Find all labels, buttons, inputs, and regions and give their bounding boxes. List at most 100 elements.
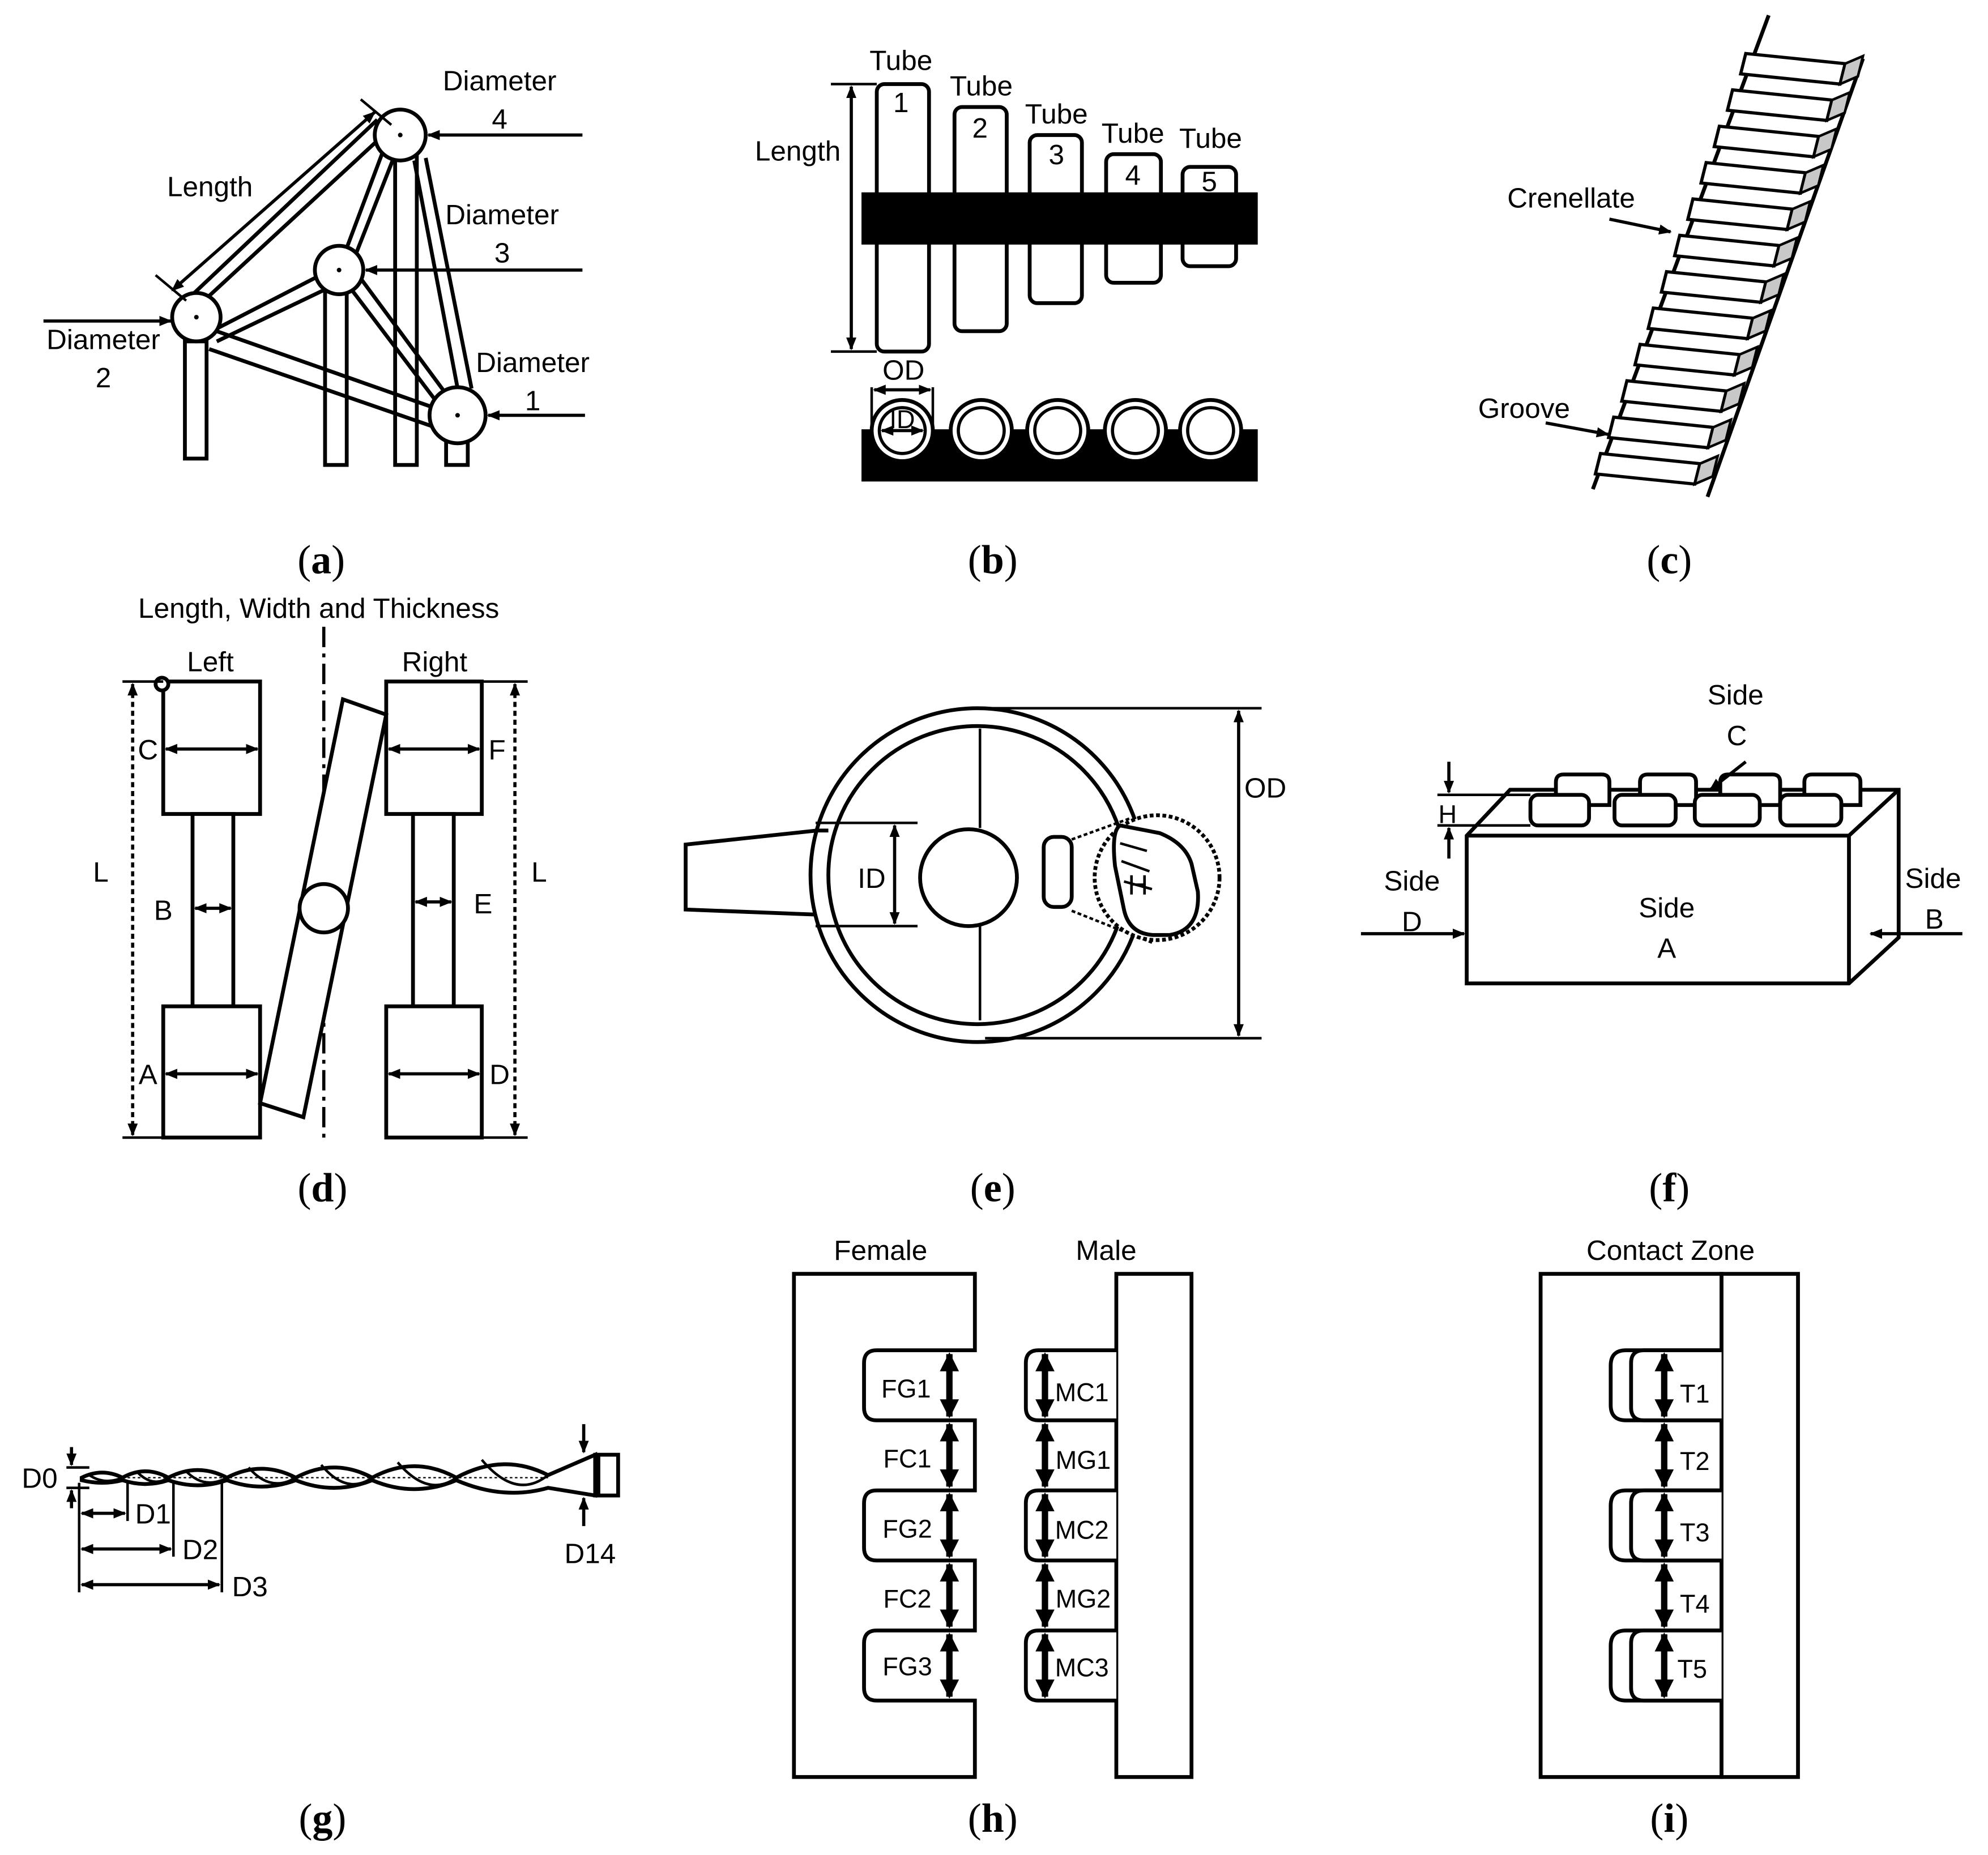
- crenellation-side: [1746, 308, 1773, 341]
- crenellation-side: [1785, 199, 1812, 232]
- block-outline: [1465, 788, 1901, 986]
- center-hole: [918, 827, 1019, 928]
- engaged-teeth: [1609, 1348, 1722, 1703]
- left-l-label: L: [93, 857, 109, 888]
- t5-label: T5: [1678, 1655, 1708, 1683]
- panel-d-title: Length, Width and Thickness: [138, 593, 499, 624]
- diameter-1-number: 1: [525, 385, 541, 416]
- panel-a: Length Diameter 4 Diameter 3 Diameter 2 …: [43, 66, 590, 582]
- mg2-label: MG2: [1056, 1584, 1111, 1613]
- mc1-label: MC1: [1055, 1378, 1109, 1407]
- leg-shape: [183, 339, 209, 461]
- tab-handle: [684, 828, 817, 917]
- d1-label: D1: [135, 1499, 171, 1530]
- crenellation-side: [1811, 126, 1838, 159]
- b-label: B: [154, 895, 173, 926]
- crenellation-tooth: [1633, 343, 1742, 377]
- a-label: A: [139, 1059, 157, 1090]
- svg-text:(b): (b): [968, 537, 1018, 582]
- t3-label: T3: [1680, 1518, 1710, 1547]
- crenellate-arrow: [1609, 217, 1672, 235]
- diameter-2-label: Diameter: [46, 324, 160, 355]
- male-backbone: [1114, 1272, 1194, 1779]
- tube-4-label: Tube: [1102, 118, 1164, 149]
- tube-3-number: 3: [1048, 139, 1064, 170]
- crenellation-side: [1798, 163, 1825, 195]
- tube-5-label: Tube: [1179, 123, 1242, 154]
- side-b-label: Side: [1905, 863, 1961, 894]
- crenellation-tooth: [1673, 233, 1781, 268]
- svg-text:(h): (h): [968, 1796, 1018, 1841]
- od-label: OD: [1244, 772, 1286, 803]
- crenellation-side: [1719, 381, 1746, 414]
- panel-c-caption: c: [1660, 537, 1678, 582]
- left-gauge: [190, 812, 236, 1008]
- tube-1-number: 1: [893, 87, 909, 118]
- f-label: F: [489, 734, 506, 766]
- crenellation-side: [1706, 417, 1733, 450]
- panel-i-caption: i: [1663, 1796, 1675, 1841]
- right-l-label: L: [531, 857, 547, 888]
- strut-shape: [342, 152, 395, 262]
- crenellation-tooth: [1725, 88, 1834, 122]
- svg-text:(a): (a): [297, 537, 345, 582]
- clamp-bar: [861, 192, 1258, 245]
- groove-label: Groove: [1478, 393, 1570, 424]
- marker-icon: [153, 676, 170, 693]
- svg-text:(i): (i): [1650, 1796, 1688, 1841]
- tube-2-label: Tube: [950, 71, 1013, 102]
- crenellation-tooth: [1659, 270, 1768, 304]
- c-label: C: [138, 734, 158, 766]
- female-label: Female: [834, 1235, 927, 1266]
- crenellation-tooth: [1712, 124, 1821, 159]
- d2-label: D2: [182, 1535, 218, 1566]
- panel-e-caption: e: [984, 1165, 1002, 1210]
- diameter-3-number: 3: [494, 237, 510, 268]
- side-a-label: Side: [1639, 892, 1695, 924]
- slot-shape: [1042, 835, 1074, 909]
- diameter-1-label: Diameter: [476, 347, 590, 378]
- tube-5-number: 5: [1201, 166, 1217, 197]
- crenellation-side: [1732, 344, 1760, 378]
- side-d-letter: D: [1402, 906, 1422, 937]
- panel-g: D0 D1 D2 D3 D14 (g): [22, 1424, 620, 1841]
- d3-label: D3: [232, 1571, 268, 1602]
- tube-4-number: 4: [1125, 160, 1141, 191]
- h-label: H: [1128, 869, 1148, 900]
- strut-shape: [347, 279, 450, 404]
- panel-b: Length Tube 1 Tube 2 Tube 3 Tube 4 Tube …: [755, 45, 1258, 582]
- right-label: Right: [402, 647, 468, 678]
- panel-a-caption: a: [311, 537, 331, 582]
- fg1-label: FG1: [881, 1374, 931, 1403]
- crenellations: [1593, 52, 1865, 486]
- tube-3-label: Tube: [1025, 99, 1088, 130]
- svg-text:(e): (e): [970, 1165, 1016, 1210]
- tube-2-number: 2: [972, 113, 988, 144]
- crenellation-side: [1759, 272, 1786, 305]
- left-label: Left: [187, 647, 234, 678]
- t2-label: T2: [1680, 1447, 1710, 1476]
- groove-arrow: [1545, 421, 1610, 438]
- pivot-circle: [297, 882, 350, 935]
- t4-label: T4: [1680, 1589, 1710, 1618]
- mc3-label: MC3: [1055, 1653, 1109, 1682]
- crenellation-side: [1772, 236, 1799, 268]
- panel-i: Contact Zone T1 T2 T3 T4 T5 (i): [1538, 1235, 1800, 1841]
- od-label: OD: [882, 354, 924, 386]
- crenellation-tooth: [1699, 161, 1808, 195]
- crenellation-tooth: [1738, 52, 1848, 86]
- side-c-label: Side: [1708, 679, 1764, 711]
- side-a-letter: A: [1657, 933, 1676, 964]
- panel-h: Female Male FG1 FC1 FG2 FC2 FG3 MC1 MG1 …: [792, 1235, 1194, 1841]
- svg-text:(d): (d): [297, 1165, 347, 1210]
- id-label: ID: [890, 405, 915, 434]
- fc2-label: FC2: [884, 1584, 932, 1613]
- svg-text:(c): (c): [1646, 537, 1692, 582]
- h-label: H: [1439, 800, 1457, 828]
- right-grip-bottom: [384, 1004, 484, 1140]
- diameter-2-number: 2: [96, 362, 112, 394]
- panel-e: ID OD H (e): [684, 706, 1286, 1210]
- crenellation-side: [1825, 90, 1852, 123]
